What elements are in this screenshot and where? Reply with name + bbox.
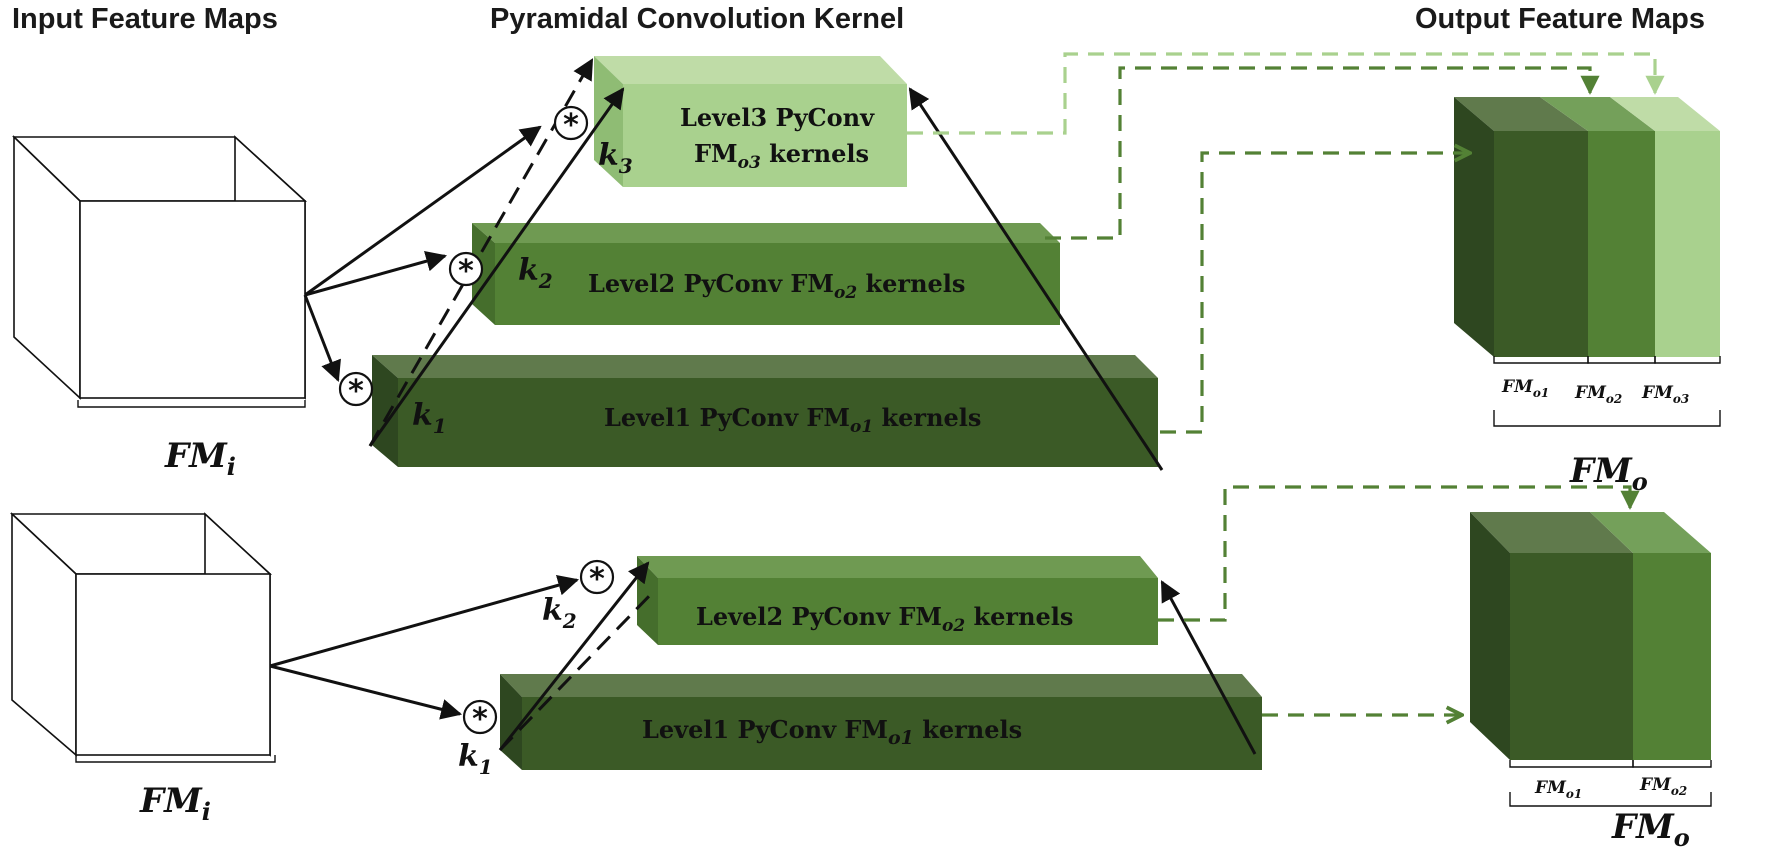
connector-level1-top [1160, 153, 1470, 434]
output-block-fmo2-top [1540, 97, 1655, 357]
k1-label-bottom: k1 [458, 739, 493, 779]
output-label-fmo1-top: FMo1 [1501, 377, 1549, 400]
level1-kernel-bar-bottom [500, 674, 1262, 770]
output-braces-top [1493, 356, 1721, 427]
output-block-fmo2-bottom [1590, 512, 1711, 760]
level1-label-bottom: Level1 PyConv FMo1 kernels [642, 715, 1022, 749]
input-brace-top [77, 400, 306, 408]
input-arrows-bottom [269, 574, 580, 720]
input-cube-bottom [9, 512, 273, 757]
output-braces-bottom [1509, 760, 1712, 807]
k2-label-top: k2 [518, 253, 553, 293]
input-arrows-top [303, 125, 542, 382]
output-total-label-top: FMo [1569, 451, 1648, 496]
convolution-icon: * [462, 699, 498, 737]
input-cube-top [12, 135, 308, 400]
connector-level2-bottom [1158, 485, 1640, 622]
output-label-fmo2-bottom: FMo2 [1639, 775, 1687, 798]
output-block-fmo1-bottom [1470, 512, 1633, 760]
level3-label-line1: Level3 PyConv [680, 103, 875, 132]
input-label-bottom: FMi [139, 781, 211, 826]
k2-label-bottom: k2 [542, 593, 577, 633]
output-total-label-bottom: FMo [1611, 807, 1690, 852]
connector-level2-top [1045, 66, 1600, 240]
level1-label-top: Level1 PyConv FMo1 kernels [604, 403, 981, 437]
convolution-icon: * [338, 371, 374, 409]
svg-text:*: * [458, 254, 474, 289]
title-pyramidal-convolution-kernel: Pyramidal Convolution Kernel [490, 3, 904, 35]
level2-label-bottom: Level2 PyConv FMo2 kernels [696, 602, 1073, 636]
convolution-icon: * [553, 105, 589, 143]
output-block-fmo3-top [1610, 97, 1720, 357]
level2-kernel-bar-bottom [637, 556, 1158, 645]
level3-kernel-bar-top [594, 56, 907, 187]
convolution-icon: * [448, 251, 484, 289]
output-label-fmo2-top: FMo2 [1574, 383, 1622, 406]
svg-text:*: * [472, 702, 488, 737]
k1-label-top: k1 [412, 398, 447, 438]
connector-level3-top [907, 52, 1665, 135]
convolution-icon: * [579, 559, 615, 597]
title-output-feature-maps: Output Feature Maps [1415, 3, 1705, 35]
svg-text:*: * [348, 374, 364, 409]
level2-kernel-bar-top [472, 223, 1060, 325]
input-brace-bottom [75, 755, 276, 763]
kernel-triangle-bottom [498, 561, 1257, 755]
svg-text:*: * [563, 108, 579, 143]
output-block-fmo1-top [1454, 97, 1588, 357]
output-label-fmo3-top: FMo3 [1641, 383, 1689, 406]
svg-text:*: * [589, 562, 605, 597]
level2-label-top: Level2 PyConv FMo2 kernels [588, 269, 965, 303]
output-label-fmo1-bottom: FMo1 [1534, 778, 1582, 801]
k3-label-top: k3 [598, 138, 633, 178]
level1-kernel-bar-top [372, 355, 1158, 467]
level3-label-line2: FMo3 kernels [694, 139, 869, 173]
title-input-feature-maps: Input Feature Maps [12, 3, 278, 35]
input-label-top: FMi [164, 436, 236, 481]
